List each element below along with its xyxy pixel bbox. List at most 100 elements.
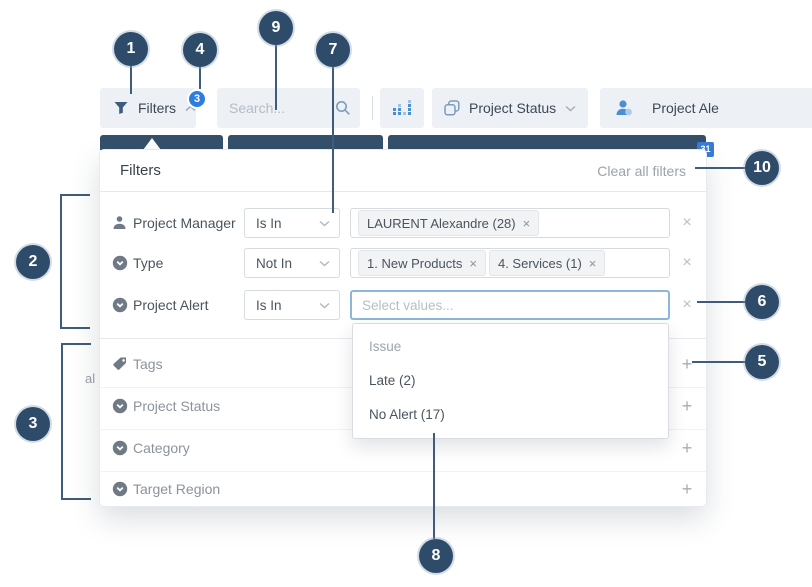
- project-alert-label: Project Ale: [652, 100, 719, 116]
- filters-button[interactable]: Filters: [100, 88, 196, 128]
- remove-filter-button[interactable]: ×: [682, 296, 692, 313]
- project-status-dropdown[interactable]: Project Status: [432, 88, 588, 128]
- background-text-fragment: al: [85, 371, 96, 386]
- toolbar-divider: [372, 96, 373, 120]
- background-tab[interactable]: [228, 135, 383, 150]
- person-icon: [614, 99, 634, 117]
- filters-count-badge: 3: [187, 89, 207, 109]
- circle-chevron-icon: [112, 440, 128, 461]
- filter-label: Category: [133, 440, 190, 456]
- tag-icon: [112, 356, 128, 377]
- search-input[interactable]: [217, 88, 360, 128]
- available-filter-target-region: Target Region +: [100, 474, 706, 504]
- add-filter-button[interactable]: +: [681, 396, 693, 416]
- available-filter-tags: Tags +: [100, 349, 706, 379]
- chip-remove-icon[interactable]: ×: [469, 255, 477, 271]
- filters-panel-header: Filters Clear all filters: [100, 150, 706, 192]
- callout-line: [692, 361, 745, 363]
- callout-badge-2: 2: [16, 245, 50, 279]
- filter-row-type: Type Not In 1. New Products × 4. Service…: [100, 248, 706, 278]
- values-dropdown: Issue Late (2) No Alert (17): [352, 323, 669, 439]
- filter-label: Project Manager: [133, 215, 236, 231]
- circle-chevron-icon: [112, 398, 128, 419]
- values-box[interactable]: 1. New Products × 4. Services (1) ×: [350, 248, 670, 278]
- panel-title: Filters: [120, 162, 161, 179]
- callout-line: [332, 67, 334, 213]
- panel-pointer-arrow: [143, 138, 161, 150]
- select-values-input[interactable]: [356, 297, 664, 313]
- clear-all-filters-link[interactable]: Clear all filters: [597, 162, 686, 179]
- add-filter-button[interactable]: +: [681, 354, 693, 374]
- callout-badge-8: 8: [419, 539, 453, 573]
- callout-badge-3: 3: [16, 407, 50, 441]
- search-icon[interactable]: [335, 100, 351, 116]
- callout-badge-6: 6: [745, 285, 779, 319]
- search-box[interactable]: [217, 88, 360, 128]
- chart-view-button[interactable]: [380, 88, 424, 128]
- callout-line: [199, 67, 201, 89]
- add-filter-button[interactable]: +: [681, 479, 693, 499]
- callout-badge-5: 5: [745, 345, 779, 379]
- filter-label: Tags: [133, 356, 163, 372]
- value-chip[interactable]: LAURENT Alexandre (28) ×: [358, 210, 540, 236]
- remove-filter-button[interactable]: ×: [682, 254, 692, 271]
- project-status-label: Project Status: [469, 100, 557, 116]
- background-tab[interactable]: [100, 135, 223, 150]
- values-box-focused[interactable]: [350, 290, 670, 320]
- add-filter-button[interactable]: +: [681, 438, 693, 458]
- callout-bracket: [61, 343, 91, 500]
- chevron-down-icon: [319, 260, 330, 267]
- chip-label: 1. New Products: [367, 255, 463, 271]
- available-filter-project-status: Project Status +: [100, 391, 706, 421]
- filter-row-project-alert: Project Alert Is In ×: [100, 290, 706, 320]
- circle-chevron-icon: [112, 297, 128, 318]
- callout-line: [275, 45, 277, 110]
- callout-badge-9: 9: [259, 11, 293, 45]
- chip-label: LAURENT Alexandre (28): [367, 215, 516, 231]
- filter-label: Target Region: [133, 481, 221, 497]
- chevron-down-icon: [319, 220, 330, 227]
- chip-remove-icon[interactable]: ×: [522, 215, 531, 231]
- callout-badge-1: 1: [114, 32, 148, 66]
- dropdown-item-late[interactable]: Late (2): [369, 373, 416, 388]
- operator-select[interactable]: Not In: [244, 248, 340, 278]
- operator-value: Is In: [256, 297, 282, 313]
- operator-select[interactable]: Is In: [244, 208, 340, 238]
- value-chip[interactable]: 4. Services (1) ×: [488, 250, 606, 276]
- circle-chevron-icon: [112, 255, 128, 276]
- chevron-down-icon: [565, 105, 576, 112]
- remove-filter-button[interactable]: ×: [682, 214, 692, 231]
- row-separator: [100, 471, 706, 472]
- filter-row-project-manager: Project Manager Is In LAURENT Alexandre …: [100, 208, 706, 238]
- operator-value: Not In: [256, 255, 293, 271]
- copy-icon: [444, 100, 460, 116]
- callout-badge-10: 10: [745, 151, 779, 185]
- callout-badge-7: 7: [316, 33, 350, 67]
- chip-label: 4. Services (1): [497, 255, 582, 271]
- available-filter-category: Category +: [100, 433, 706, 463]
- filters-button-label: Filters: [137, 100, 177, 116]
- chevron-down-icon: [319, 302, 330, 309]
- filter-funnel-icon: [113, 100, 129, 116]
- filter-label: Project Alert: [133, 297, 209, 313]
- dropdown-item-no-alert[interactable]: No Alert (17): [369, 407, 445, 422]
- value-chip[interactable]: 1. New Products ×: [358, 250, 486, 276]
- filter-label: Project Status: [133, 398, 221, 414]
- callout-line: [433, 433, 435, 539]
- operator-select[interactable]: Is In: [244, 290, 340, 320]
- callout-badge-4: 4: [183, 33, 217, 67]
- circle-chevron-icon: [112, 481, 128, 502]
- callout-bracket: [60, 194, 90, 329]
- operator-value: Is In: [256, 215, 282, 231]
- callout-line: [695, 167, 745, 169]
- chip-remove-icon[interactable]: ×: [588, 255, 597, 271]
- bar-chart-icon: [393, 100, 411, 116]
- values-box[interactable]: LAURENT Alexandre (28) ×: [350, 208, 670, 238]
- filter-label: Type: [133, 255, 164, 271]
- user-icon: [112, 215, 127, 235]
- callout-line: [697, 301, 745, 303]
- dropdown-item-issue[interactable]: Issue: [369, 339, 402, 354]
- project-alert-dropdown[interactable]: Project Ale: [600, 88, 812, 128]
- background-tab[interactable]: [388, 135, 706, 150]
